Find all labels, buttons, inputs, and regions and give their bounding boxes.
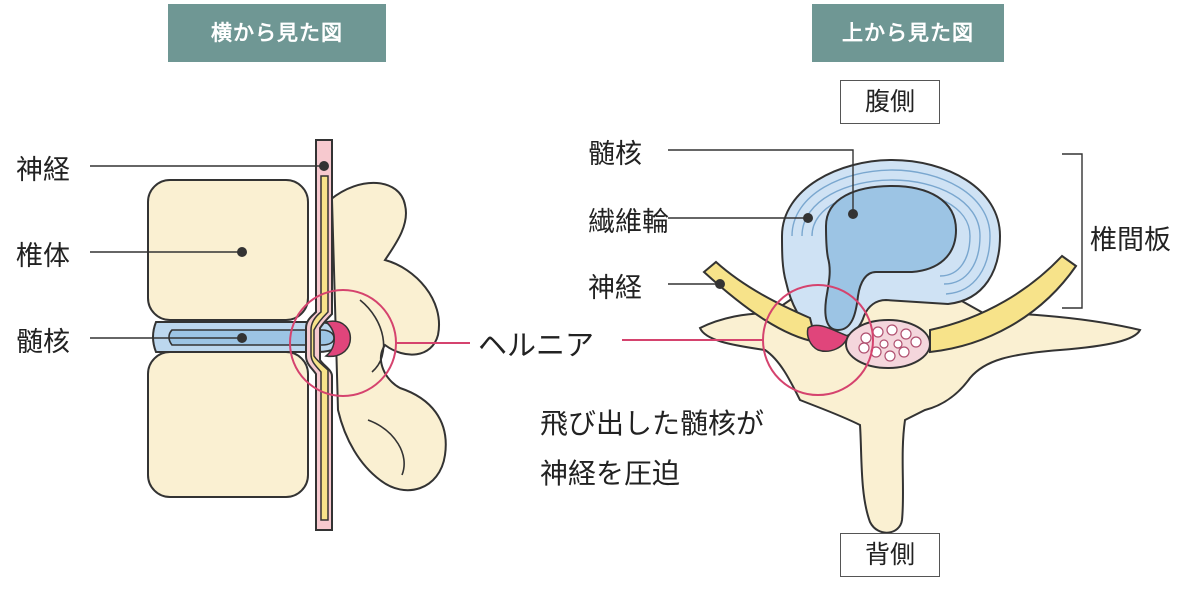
side-view-tag: 横から見た図	[168, 4, 386, 62]
hernia-label: ヘルニア	[478, 328, 595, 362]
side-nucleus-label: 髄核	[16, 327, 70, 358]
top-leaders	[668, 149, 1083, 309]
top-herniation	[806, 324, 849, 352]
side-vertebral-body-lower	[147, 351, 309, 498]
top-nucleus-label: 髄核	[588, 139, 642, 170]
top-vertebra	[698, 299, 1142, 534]
disc-bracket	[1062, 153, 1083, 309]
top-cord-fibers	[858, 324, 922, 362]
side-vertebral-body-label: 椎体	[16, 241, 70, 272]
top-nerve-label: 神経	[588, 273, 642, 304]
side-view	[147, 139, 447, 531]
side-posterior-process	[327, 181, 447, 492]
side-process-contour	[359, 299, 405, 476]
caption-line-1: 飛び出した髄核が	[540, 407, 765, 440]
top-annulus-label: 繊維輪	[588, 207, 669, 238]
side-nerve-label: 神経	[16, 155, 70, 186]
dorsal-side-label: 背側	[840, 533, 940, 577]
top-nucleus	[824, 184, 958, 332]
side-nerve-core	[310, 175, 329, 521]
disc-label: 椎間板	[1090, 225, 1171, 256]
side-vertebral-body-upper	[147, 179, 309, 321]
leader-top-nucleus	[668, 149, 854, 214]
top-view	[698, 158, 1142, 534]
caption-line-2: 神経を圧迫	[540, 457, 681, 490]
side-leaders	[90, 165, 324, 339]
side-herniation	[324, 320, 352, 358]
top-view-tag: 上から見た図	[812, 4, 1004, 62]
ventral-side-label: 腹側	[840, 80, 940, 124]
